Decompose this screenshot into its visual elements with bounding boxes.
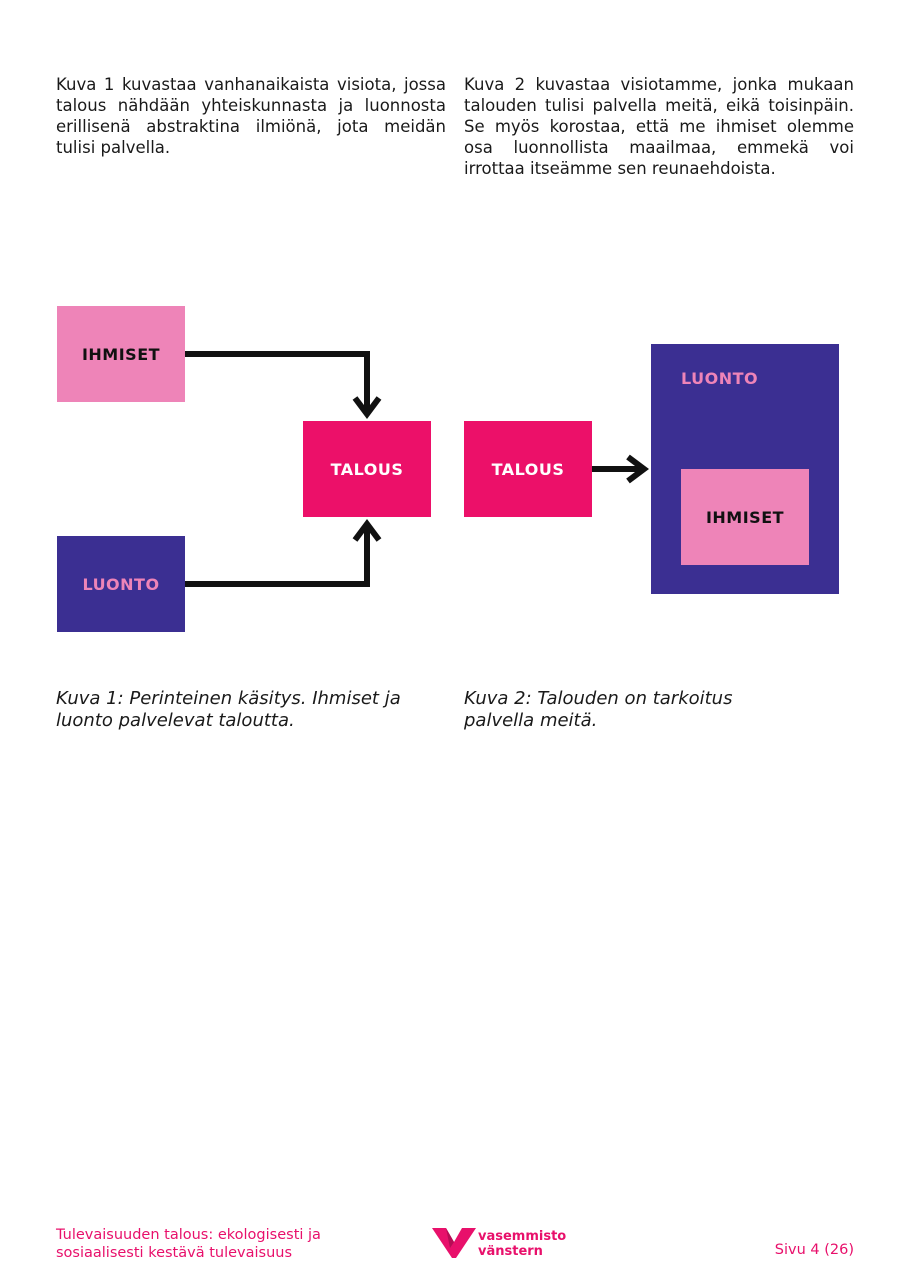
diagram1-ihmiset-label: IHMISET — [81, 344, 161, 364]
arrow-ihmiset-to-talous — [185, 351, 370, 414]
arrow-luonto-to-talous-head — [352, 519, 382, 542]
diagram1-talous-box: TALOUS — [303, 421, 431, 517]
intro-paragraph-right: Kuva 2 kuvastaa visiotamme, jonka mukaan… — [464, 75, 854, 178]
diagram2-luonto-label: LUONTO — [681, 369, 759, 388]
arrow-ihmiset-to-talous-head — [352, 396, 382, 419]
vasemmisto-logo-icon — [432, 1228, 476, 1258]
diagram1-talous-label: TALOUS — [330, 459, 404, 479]
diagram2-ihmiset-label: IHMISET — [705, 507, 785, 527]
page-number: Sivu 4 (26) — [774, 1242, 854, 1258]
diagram2-talous-label: TALOUS — [491, 459, 565, 479]
diagram1-luonto-label: LUONTO — [82, 574, 160, 594]
intro-paragraph-left: Kuva 1 kuvastaa vanhanaikaista visiota, … — [56, 75, 446, 157]
arrow-luonto-to-talous — [185, 524, 370, 587]
arrow-talous-to-luonto-head — [626, 454, 649, 484]
caption-kuva2: Kuva 2: Talouden on tarkoitus palvella m… — [464, 688, 733, 731]
logo-line-1: vasemmisto — [478, 1229, 567, 1244]
diagram2-ihmiset-box: IHMISET — [681, 469, 809, 565]
footer-document-title: Tulevaisuuden talous: ekologisesti ja so… — [56, 1227, 321, 1261]
logo-line-2: vänstern — [478, 1244, 543, 1259]
diagram2-talous-box: TALOUS — [464, 421, 592, 517]
diagram1-ihmiset-box: IHMISET — [57, 306, 185, 402]
diagram1-luonto-box: LUONTO — [57, 536, 185, 632]
caption-kuva1: Kuva 1: Perinteinen käsitys. Ihmiset ja … — [56, 688, 401, 731]
logo-wordmark: vasemmisto vänstern — [478, 1229, 566, 1259]
